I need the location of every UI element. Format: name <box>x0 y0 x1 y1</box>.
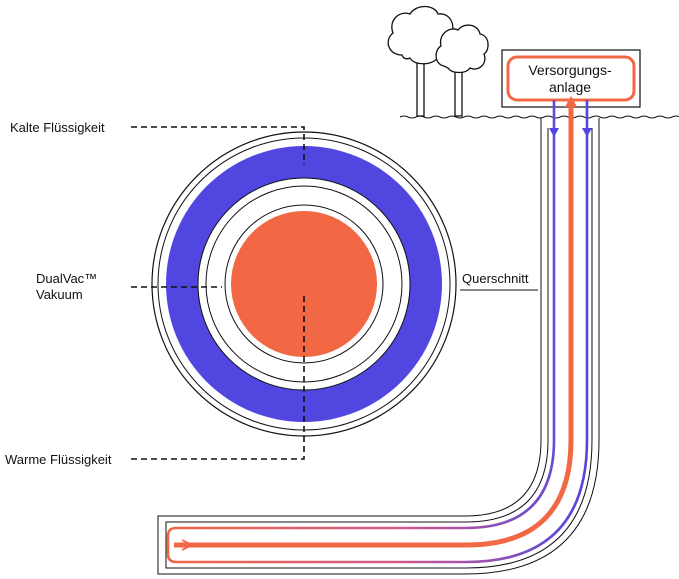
flow-arrow-down-icon <box>582 128 592 137</box>
warm-fluid-core <box>231 211 377 357</box>
warm-supply-flow <box>174 104 574 548</box>
vacuum-label-line1: DualVac™ <box>36 271 97 286</box>
flow-arrow-down-icon <box>549 128 559 137</box>
flow-arrow-up-icon <box>565 96 577 107</box>
flow-arrow-right-icon <box>181 539 195 551</box>
tree-icon <box>435 24 489 117</box>
cold-fluid-label: Kalte Flüssigkeit <box>10 120 105 135</box>
cold-fluid-leader <box>131 126 305 165</box>
cold-return-flow <box>166 100 589 564</box>
cross-section-label: Querschnitt <box>462 271 529 286</box>
supply-unit-label-line2: anlage <box>549 79 591 95</box>
warm-fluid-leader <box>131 292 305 460</box>
cross-section <box>151 131 457 437</box>
ground-line <box>399 115 679 119</box>
supply-unit-label-line1: Versorgungs- <box>528 62 612 78</box>
pipe-casing <box>157 118 600 575</box>
vacuum-label-line2: Vakuum <box>36 287 83 302</box>
warm-fluid-label: Warme Flüssigkeit <box>5 452 112 467</box>
